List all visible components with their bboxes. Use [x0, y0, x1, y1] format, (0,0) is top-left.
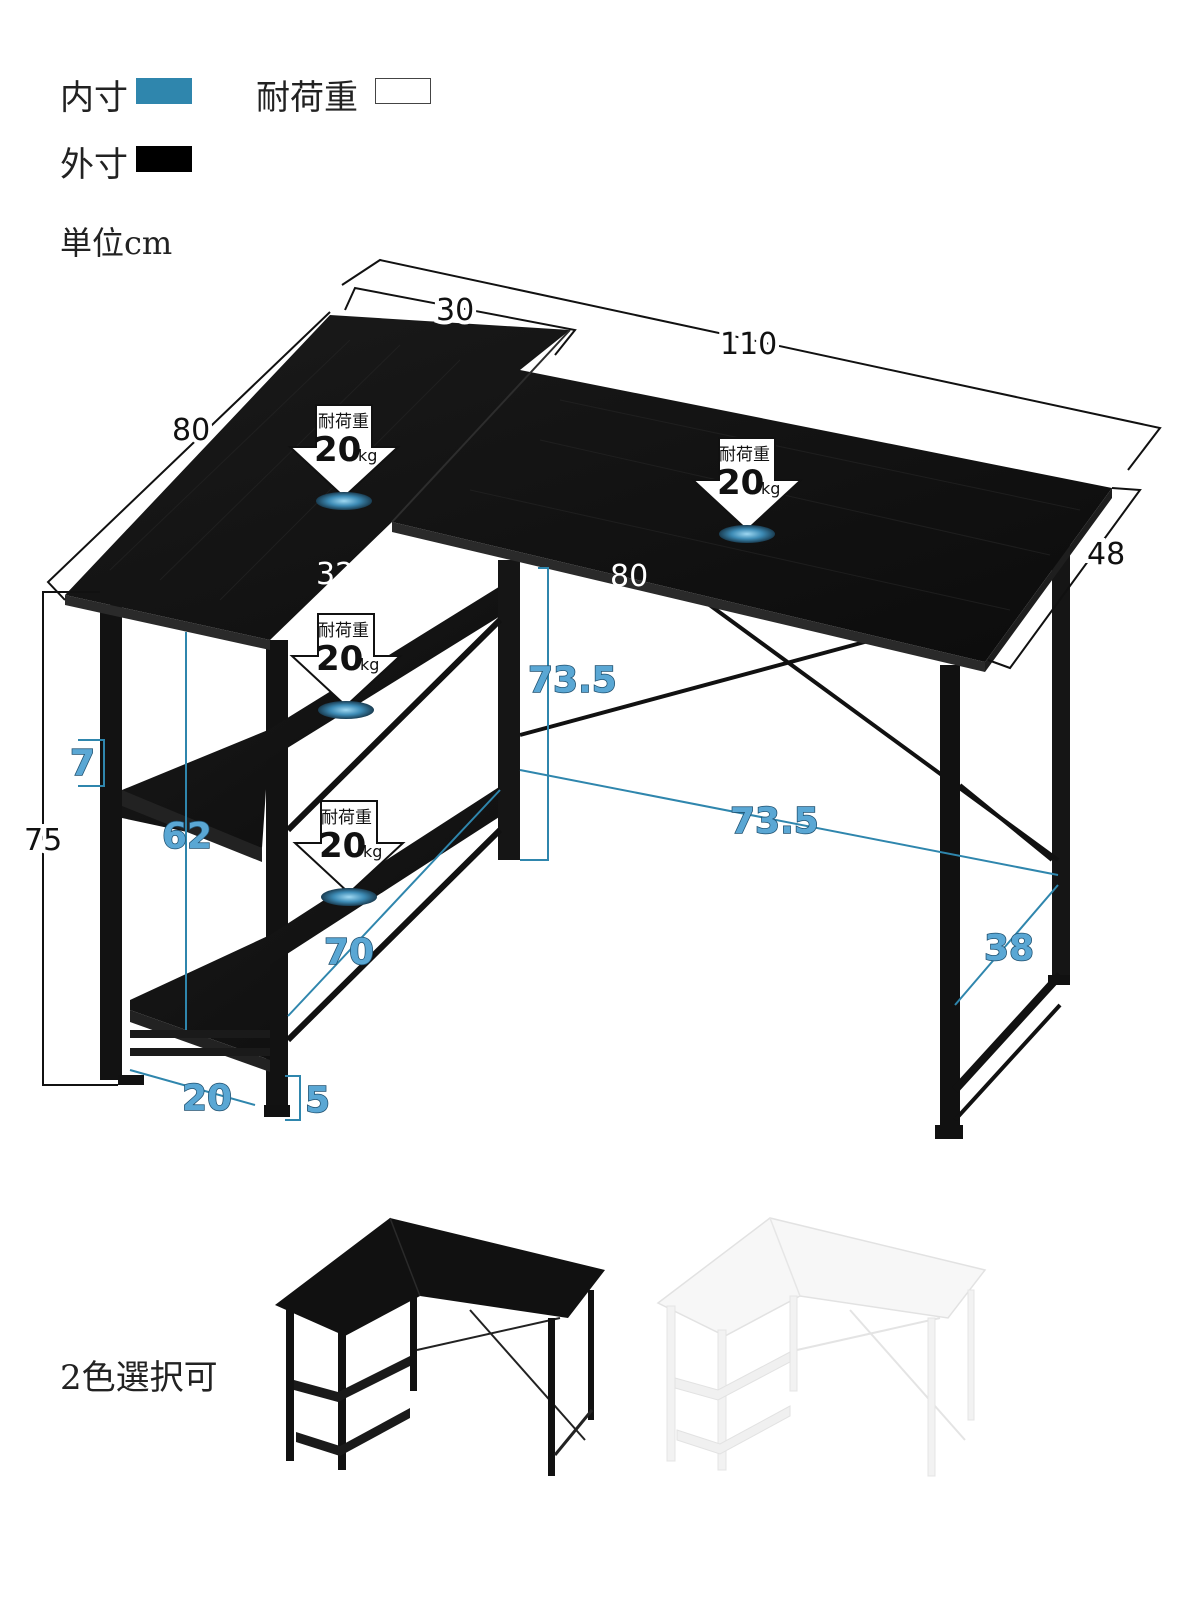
dim-7: 7 — [70, 743, 95, 784]
load-value: 20 — [314, 430, 361, 470]
dim-38: 38 — [984, 928, 1034, 969]
legend-load-swatch — [375, 78, 431, 104]
dim-80-side: 80 — [172, 413, 210, 448]
load-indicator: 耐荷重 20 kg — [289, 613, 403, 719]
load-label: 耐荷重 — [719, 445, 770, 465]
load-indicator: 耐荷重 20 kg — [690, 437, 804, 543]
load-label: 耐荷重 — [318, 412, 369, 432]
outer-dimensions — [42, 258, 1162, 1086]
load-value: 20 — [319, 826, 366, 866]
inner-dimensions — [78, 567, 1059, 1121]
dim-48: 48 — [1087, 537, 1125, 572]
dim-32: 32 — [316, 557, 354, 592]
load-label: 耐荷重 — [321, 808, 372, 828]
legend-outer-label: 外寸 — [60, 145, 128, 185]
load-indicator: 耐荷重 20 kg — [287, 404, 401, 510]
load-value: 20 — [717, 463, 764, 503]
legend-inner-label: 内寸 — [60, 78, 128, 118]
load-unit: kg — [360, 655, 379, 674]
variant-white-thumbnail[interactable] — [656, 1217, 987, 1477]
unit-label: 単位cm — [60, 224, 173, 262]
dim-30: 30 — [436, 293, 474, 328]
dim-73-5-width: 73.5 — [730, 801, 819, 842]
dim-110: 110 — [720, 327, 777, 362]
desk-main — [65, 315, 1112, 1139]
dim-70: 70 — [324, 932, 374, 973]
load-unit: kg — [761, 479, 780, 498]
dim-73-5-height: 73.5 — [528, 660, 617, 701]
dim-62: 62 — [162, 816, 212, 857]
dim-80-front: 80 — [610, 559, 648, 594]
load-label: 耐荷重 — [318, 621, 369, 641]
legend-load-label: 耐荷重 — [256, 78, 358, 118]
load-unit: kg — [358, 446, 377, 465]
load-unit: kg — [363, 842, 382, 861]
load-value: 20 — [316, 639, 363, 679]
legend-inner-swatch — [136, 78, 192, 104]
dim-20: 20 — [182, 1078, 232, 1119]
variant-black-thumbnail[interactable] — [275, 1217, 605, 1476]
legend-outer-swatch — [136, 146, 192, 172]
dim-5: 5 — [305, 1080, 330, 1121]
dim-75: 75 — [24, 823, 62, 858]
load-indicator: 耐荷重 20 kg — [292, 800, 406, 906]
colors-caption: 2色選択可 — [60, 1358, 218, 1398]
